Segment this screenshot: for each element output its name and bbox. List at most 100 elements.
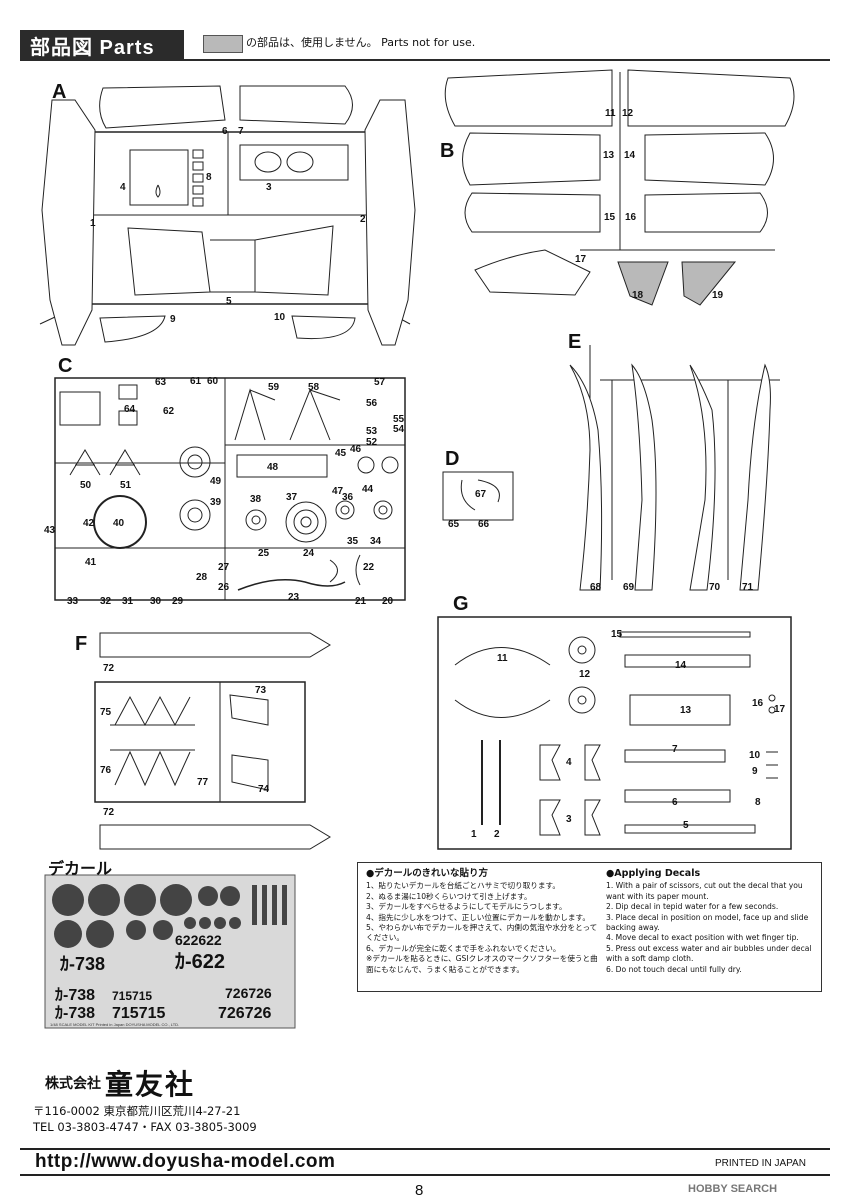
section-a-label: A (52, 81, 66, 103)
sprue-c (54, 377, 406, 601)
part-number: 3 (266, 182, 272, 193)
section-d-label: D (445, 448, 459, 470)
part-number: 73 (255, 685, 267, 696)
part-number: 75 (100, 707, 112, 718)
instructions-en-step: 2. Dip decal in tepid water for a few se… (606, 902, 779, 912)
part-number: 8 (206, 172, 212, 183)
instructions-jp-step: 3、デカールをすべらせるようにしてモデルにうつします。 (366, 902, 567, 912)
instructions-jp-step: 4、指先に少し水をつけて、正しい位置にデカールを動かします。 (366, 912, 590, 922)
part-number: 51 (120, 480, 132, 491)
part-number: 37 (286, 492, 298, 503)
decal-code: ｶ-622 (175, 951, 225, 973)
instructions-jp-title: ●デカールのきれいな貼り方 (366, 868, 489, 879)
part-number: 71 (742, 582, 754, 593)
part-number: 15 (611, 629, 623, 640)
part-number: 1 (90, 218, 96, 229)
decal-code: ｶ-738 (55, 1005, 95, 1022)
part-number: 26 (218, 582, 230, 593)
company-address: 〒116-0002 東京都荒川区荒川4-27-21 (33, 1104, 241, 1118)
instructions-en-step: 4. Move decal to exact position with wet… (606, 933, 799, 943)
part-number: 6 (222, 126, 228, 137)
part-number: 66 (478, 519, 490, 530)
engine-39 (179, 499, 211, 531)
part-number: 10 (274, 312, 286, 323)
part-number: 39 (210, 497, 222, 508)
part-number: 74 (258, 784, 270, 795)
part-number: 48 (267, 462, 279, 473)
part-number: 65 (448, 519, 460, 530)
part-number: 29 (172, 596, 184, 607)
part-number: 7 (238, 126, 244, 137)
company-contact: 〒116-0002 東京都荒川区荒川4-27-21 TEL 03-3803-47… (33, 1103, 257, 1135)
printed-in: PRINTED IN JAPAN (715, 1158, 806, 1169)
part-number: 13 (603, 150, 615, 161)
header-rule (20, 59, 830, 61)
part-number: 57 (374, 377, 386, 388)
part-number: 5 (226, 296, 232, 307)
part-number: 28 (196, 572, 208, 583)
part-number: 72 (103, 807, 115, 818)
part-number: 60 (207, 376, 219, 387)
part-number: 56 (366, 398, 378, 409)
part-number: 21 (355, 596, 367, 607)
not-used-swatch (203, 35, 243, 53)
part-number: 63 (155, 377, 167, 388)
part-number: 7 (672, 744, 678, 755)
decal-code: 726726 (218, 1005, 271, 1022)
part-number: 69 (623, 582, 635, 593)
part-number: 45 (335, 448, 347, 459)
part-number: 59 (268, 382, 280, 393)
instructions-en-title: ●Applying Decals (606, 868, 701, 879)
part-number: 38 (250, 494, 262, 505)
part-number: 25 (258, 548, 270, 559)
watermark: HOBBY SEARCH (688, 1183, 778, 1195)
part-number: 16 (625, 212, 637, 223)
part-number: 19 (712, 290, 724, 301)
part-number: 13 (680, 705, 692, 716)
part-number: 50 (80, 480, 92, 491)
instructions-jp-step: ※デカールを貼るときに、GSIクレオスのマークソフターを使うと曲面にもなじんで、… (366, 954, 598, 974)
part-number: 14 (675, 660, 687, 671)
part-number: 68 (590, 582, 602, 593)
part-number: 40 (113, 518, 125, 529)
instructions-jp-step: 6、デカールが完全に乾くまで手をふれないでください。 (366, 943, 561, 953)
instructions-jp-step: 5、やわらかい布でデカールを押さえて、内側の気泡や水分をとってください。 (366, 923, 598, 943)
part-number: 70 (709, 582, 721, 593)
part-number: 33 (67, 596, 79, 607)
part-number: 4 (566, 757, 572, 768)
part-number: 35 (347, 536, 359, 547)
part-number: 58 (308, 382, 320, 393)
instructions-jp: ●デカールのきれいな貼り方 1、貼りたいデカールを台紙ごとハサミで切り取ります。… (366, 868, 601, 975)
part-number: 17 (575, 254, 587, 265)
page-title: 部品図 Parts (20, 30, 184, 60)
part-number: 53 (366, 426, 378, 437)
sprue-a (39, 85, 416, 346)
section-f-label: F (75, 633, 87, 655)
decal-code: ｶ-738 (60, 954, 105, 974)
decal-code: ｶ-738 (55, 987, 95, 1004)
instructions-en-step: 1. With a pair of scissors, cut out the … (606, 881, 803, 901)
decal-sheet: ｶ-738 ｶ-622 622622 ｶ-738 715715 726726 ｶ… (44, 874, 296, 1029)
part-number: 52 (366, 437, 378, 448)
instructions-jp-step: 1、貼りたいデカールを台紙ごとハサミで切り取ります。 (366, 881, 560, 891)
part-number: 2 (360, 214, 366, 225)
part-number: 41 (85, 557, 97, 568)
part-number: 15 (604, 212, 616, 223)
part-number: 12 (579, 669, 591, 680)
instructions-en-step: 3. Place decal in position on model, fac… (606, 912, 809, 933)
company-url[interactable]: http://www.doyusha-model.com (35, 1151, 336, 1172)
instructions-jp-step: 2、ぬるま湯に10秒くらいつけて引き上げます。 (366, 891, 532, 901)
part-number: 10 (749, 750, 761, 761)
part-number: 54 (393, 424, 405, 435)
sprue-b (444, 69, 795, 306)
part-number: 3 (566, 814, 572, 825)
part-number: 23 (288, 592, 300, 603)
part-number: 76 (100, 765, 112, 776)
part-number: 20 (382, 596, 394, 607)
part-number: 77 (197, 777, 209, 788)
part-number: 55 (393, 414, 405, 425)
url-bar (20, 1148, 830, 1176)
part-number: 49 (210, 476, 222, 487)
company-name: 童友社 (105, 1068, 196, 1101)
